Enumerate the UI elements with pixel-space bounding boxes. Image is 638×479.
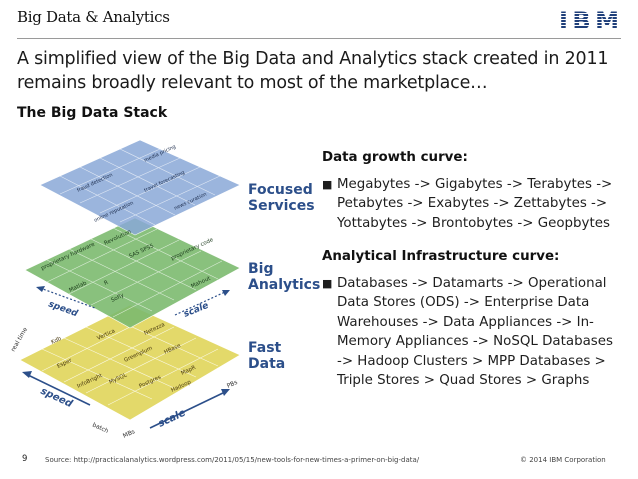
section-heading-infrastructure: Analytical Infrastructure curve: xyxy=(322,249,560,264)
copyright: © 2014 IBM Corporation xyxy=(520,456,606,464)
svg-text:scale: scale xyxy=(157,407,188,429)
analytics-layer xyxy=(24,217,241,329)
page-number: 9 xyxy=(22,454,28,464)
fastdata-item: Kdb xyxy=(50,336,63,346)
layer-label-services-1: Focused xyxy=(248,182,313,198)
layer-label-fastdata-2: Data xyxy=(248,356,285,372)
bullet-square-icon: ■ xyxy=(322,177,333,191)
layer-label-analytics-1: Big xyxy=(248,261,274,277)
axis-mbs-label: MBs xyxy=(122,428,136,440)
right-column: Data growth curve: ■ Megabytes -> Gigaby… xyxy=(322,148,622,391)
services-layer xyxy=(39,139,241,236)
svg-text:IBM: IBM xyxy=(559,8,619,32)
layer-label-fastdata-1: Fast xyxy=(248,340,282,356)
axis-realtime-label: real time xyxy=(10,326,30,353)
bullet-square-icon: ■ xyxy=(322,276,333,290)
big-data-stack-diagram: fraud detection media pricing travel for… xyxy=(10,139,320,440)
svg-text:speed: speed xyxy=(47,299,80,319)
bullet-text: Databases -> Datamarts -> Operational Da… xyxy=(337,275,613,389)
svg-text:scale: scale xyxy=(182,301,210,320)
source-citation: Source: http://practicalanalytics.wordpr… xyxy=(45,456,420,464)
bullet-data-growth: ■ Megabytes -> Gigabytes -> Terabytes ->… xyxy=(322,175,622,234)
ibm-logo-icon: IBM xyxy=(559,8,619,32)
axis-batch-label: batch xyxy=(91,421,109,435)
header-title: Big Data & Analytics xyxy=(17,8,170,26)
fastdata-layer xyxy=(19,304,241,421)
subhead: The Big Data Stack xyxy=(17,105,168,121)
layer-label-services-2: Services xyxy=(248,198,315,214)
analytics-item: Sofly xyxy=(110,292,126,303)
bullet-text: Megabytes -> Gigabytes -> Terabytes -> P… xyxy=(337,176,613,231)
section-heading-data-growth: Data growth curve: xyxy=(322,150,468,165)
bullet-infrastructure: ■ Databases -> Datamarts -> Operational … xyxy=(322,274,622,391)
axis-pbs-label: PBs xyxy=(226,379,239,390)
layer-label-analytics-2: Analytics xyxy=(248,277,320,293)
analytics-item: R xyxy=(103,280,109,287)
header-divider xyxy=(17,38,621,39)
headline: A simplified view of the Big Data and An… xyxy=(17,49,609,93)
